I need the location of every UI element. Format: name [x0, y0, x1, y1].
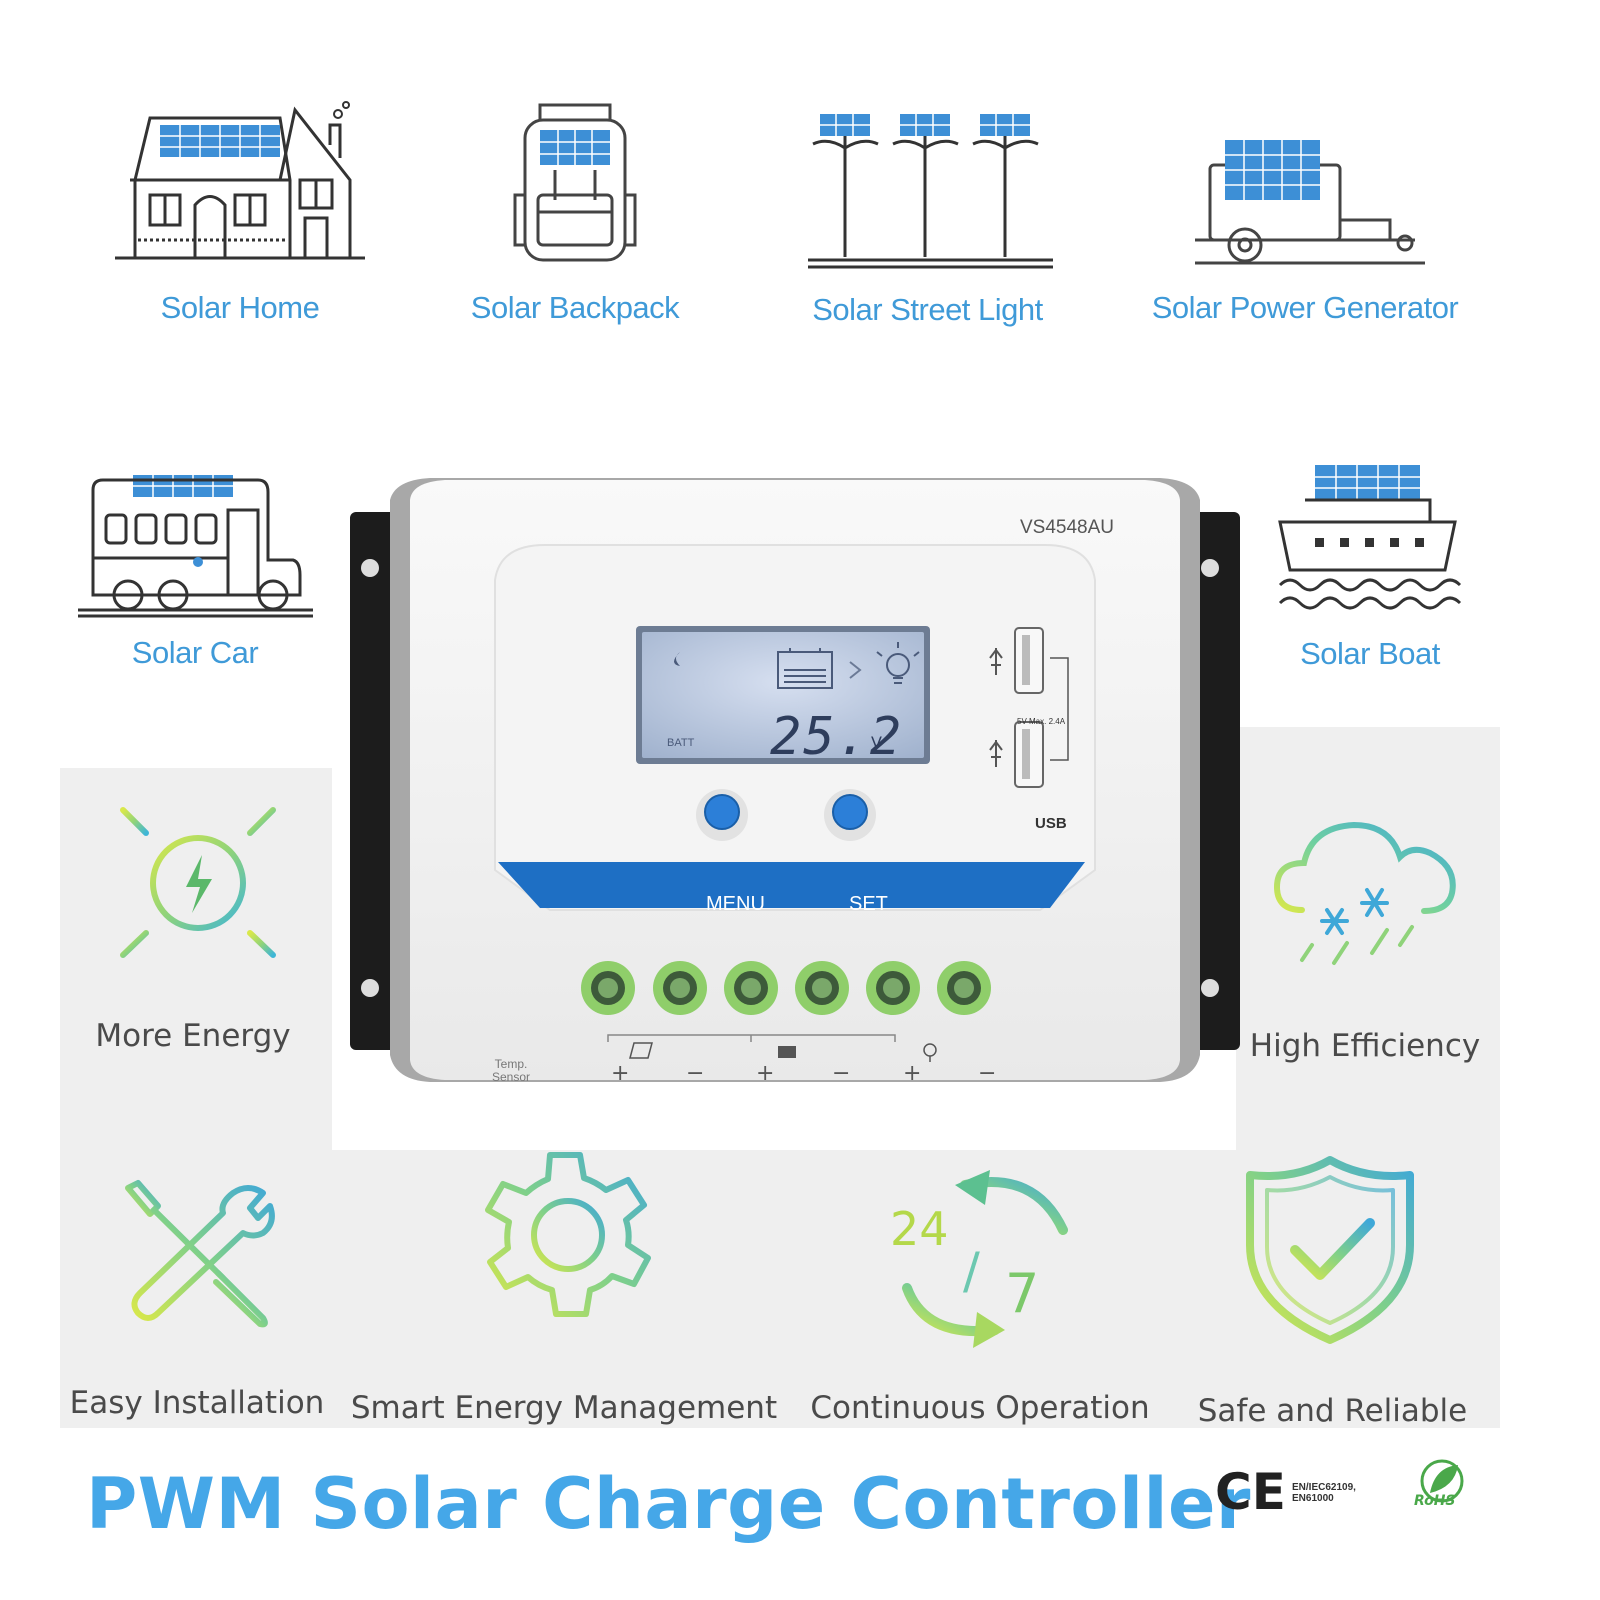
usb-spec-label: 5V Max. 2.4A	[1017, 717, 1066, 726]
terminal-load-plus: +	[903, 1061, 922, 1086]
backpack-icon	[513, 103, 637, 262]
menu-label: MENU	[706, 893, 765, 915]
app-label-solar-car: Solar Car	[131, 635, 259, 670]
lcd-voltage-value: 25.2	[770, 707, 904, 767]
bus-icon	[78, 475, 313, 618]
clock-24-7-icon: 24 / 7	[890, 1170, 1068, 1348]
house-icon	[115, 101, 365, 260]
terminal-pv-minus: −	[686, 1061, 705, 1086]
feature-label-safe-reliable: Safe and Reliable	[1197, 1393, 1468, 1429]
clock-slash-text: /	[963, 1242, 980, 1300]
app-label-solar-street-light: Solar Street Light	[812, 292, 1043, 327]
temp-sensor-label: Temp.Sensor	[492, 1057, 531, 1084]
feature-label-smart-energy: Smart Energy Management	[350, 1390, 778, 1426]
charge-controller-device	[350, 478, 1240, 1082]
cloud-snow-icon	[1273, 821, 1456, 965]
rohs-leaf-icon: RoHS	[1414, 1459, 1464, 1509]
app-label-solar-power-generator: Solar Power Generator	[1151, 290, 1459, 325]
svg-text:RoHS: RoHS	[1414, 1493, 1456, 1509]
usb-label: USB	[1035, 815, 1067, 832]
set-button[interactable]	[832, 794, 868, 830]
gear-icon	[485, 1152, 651, 1317]
feature-label-high-efficiency: High Efficiency	[1249, 1028, 1481, 1064]
page-title: PWM Solar Charge Controller	[86, 1463, 1251, 1545]
app-label-solar-boat: Solar Boat	[1300, 636, 1440, 671]
model-number: VS4548AU	[1020, 517, 1115, 538]
lcd-batt-label: BATT	[667, 737, 695, 749]
shield-check-icon	[1246, 1156, 1414, 1344]
clock-24-text: 24	[890, 1202, 949, 1256]
terminal-batt-plus: +	[756, 1061, 775, 1086]
cert-standards: EN/IEC62109, EN61000	[1292, 1482, 1356, 1504]
feature-label-continuous-operation: Continuous Operation	[810, 1390, 1150, 1426]
terminal-batt-minus: −	[832, 1061, 851, 1086]
app-label-solar-backpack: Solar Backpack	[470, 290, 680, 325]
generator-trailer-icon	[1195, 140, 1425, 265]
sun-energy-icon	[90, 787, 306, 978]
terminal-load-minus: −	[978, 1061, 997, 1086]
feature-label-more-energy: More Energy	[95, 1018, 291, 1054]
tools-icon	[125, 1180, 275, 1328]
svg-text:CE: CE	[1215, 1463, 1286, 1521]
clock-7-text: 7	[1005, 1262, 1039, 1325]
boat-icon	[1278, 465, 1462, 610]
set-label: SET	[849, 893, 888, 915]
menu-button[interactable]	[704, 794, 740, 830]
terminal-pv-plus: +	[611, 1061, 630, 1086]
app-label-solar-home: Solar Home	[160, 290, 320, 325]
street-light-icon	[808, 114, 1053, 269]
lcd-voltage-unit: V	[871, 733, 882, 752]
ce-mark-icon: CE	[1215, 1463, 1286, 1521]
feature-label-easy-installation: Easy Installation	[69, 1385, 325, 1421]
